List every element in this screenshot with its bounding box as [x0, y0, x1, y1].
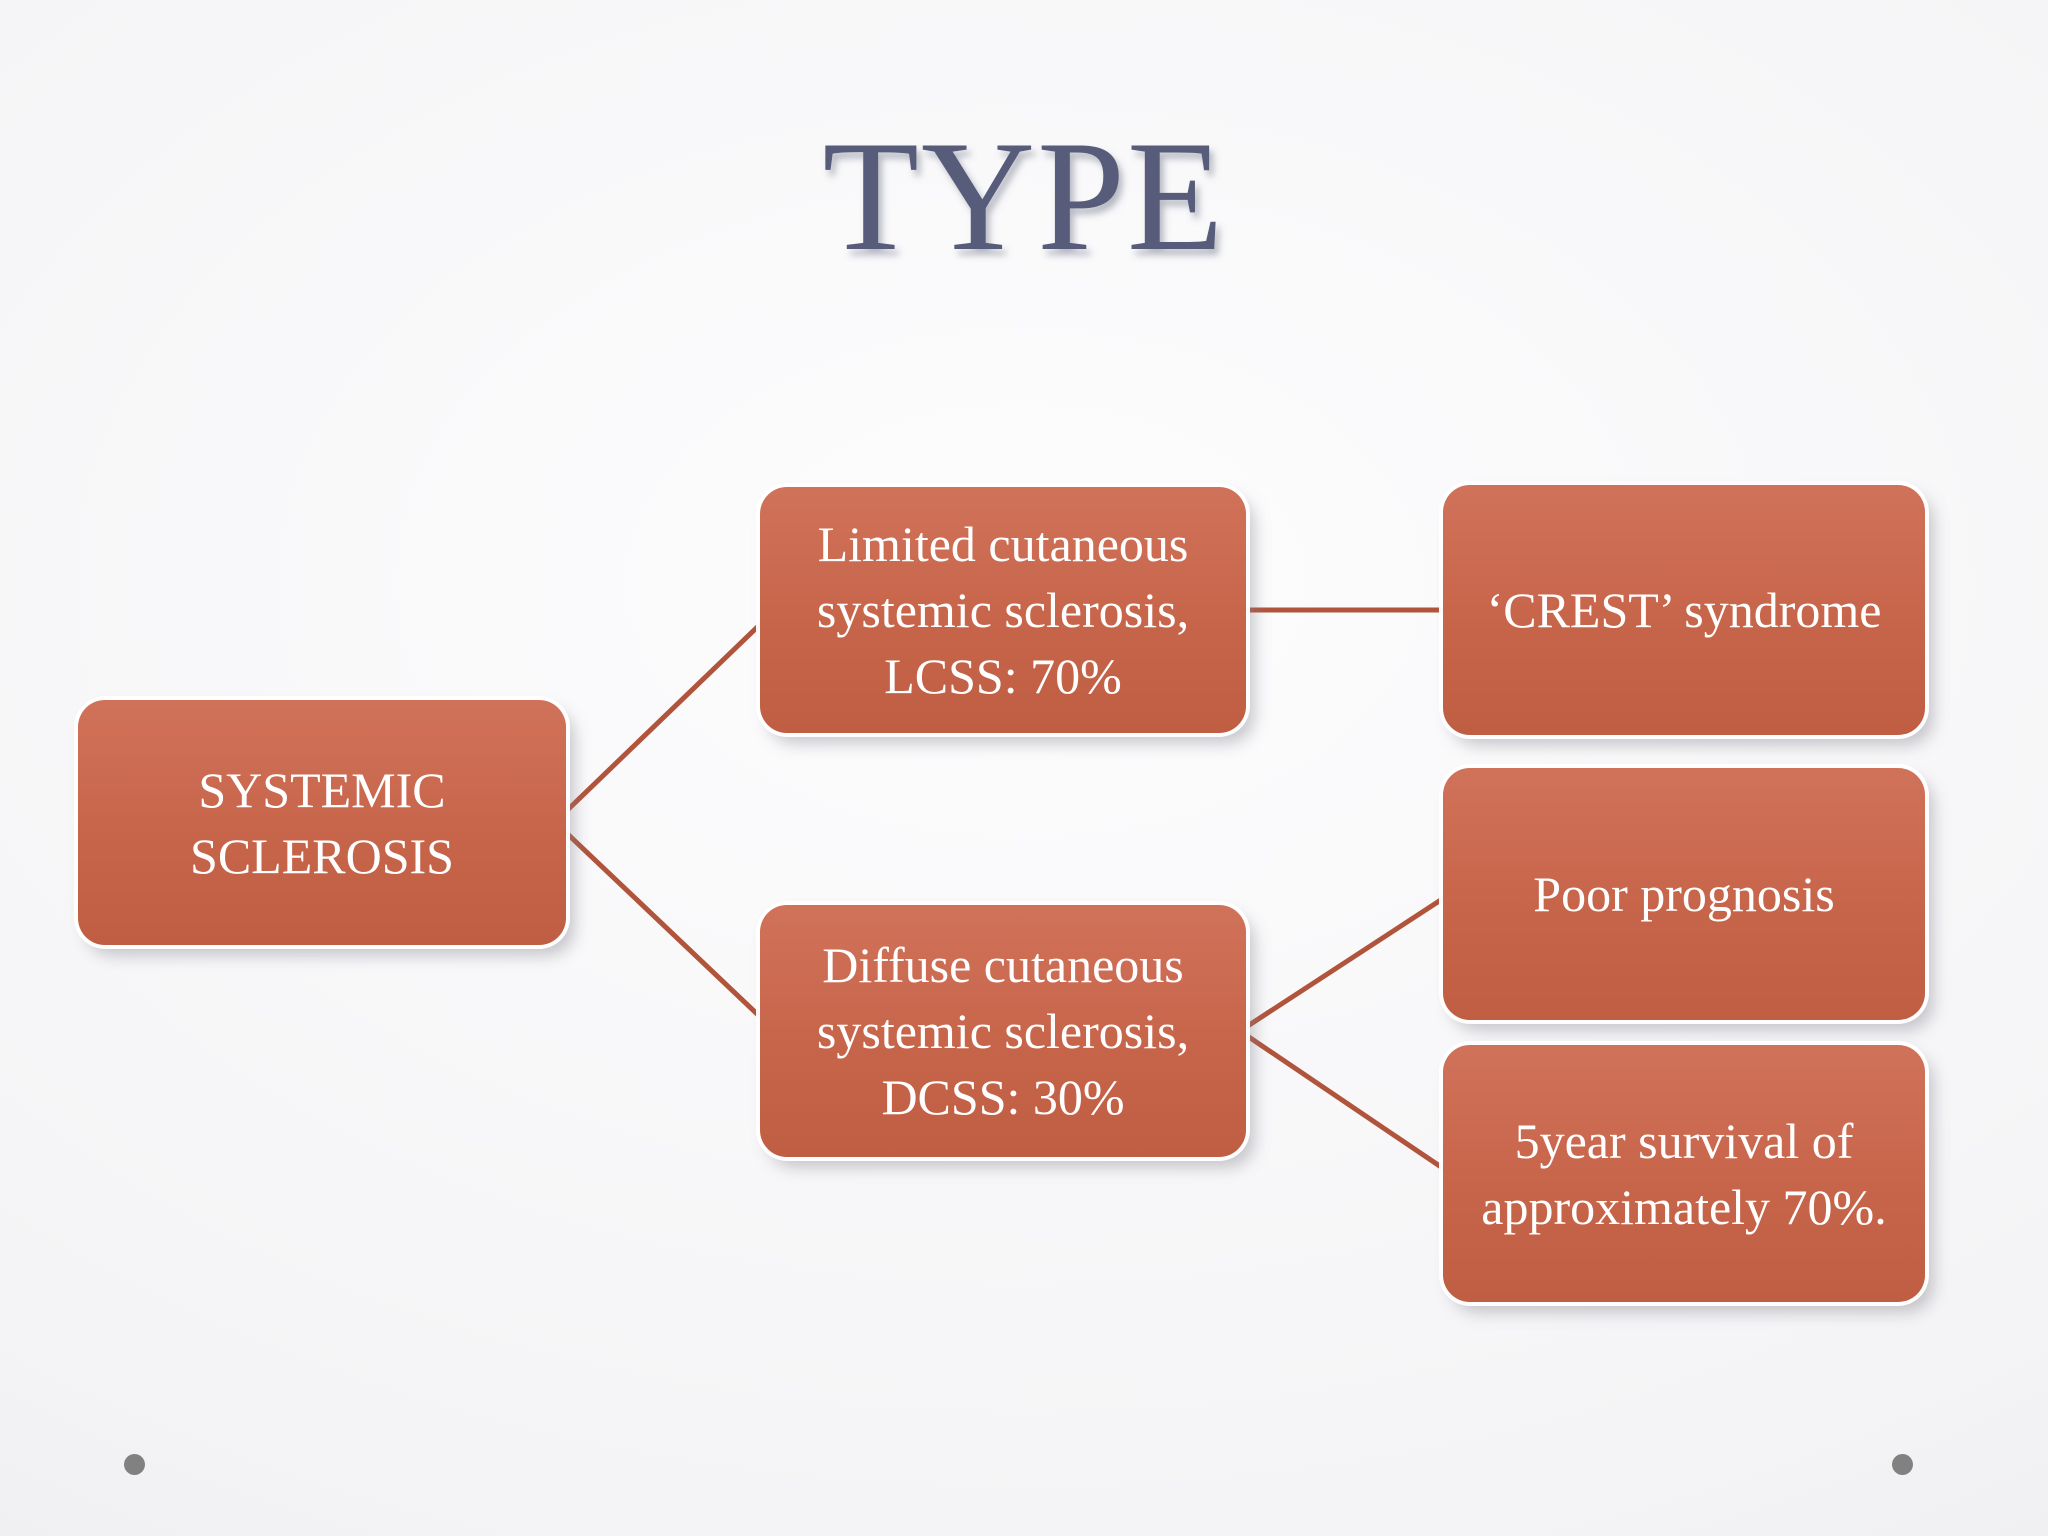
node-five-year-survival: 5year survival of approximately 70%. [1443, 1045, 1925, 1302]
node-five-year-survival-label: 5year survival of approximately 70%. [1481, 1112, 1887, 1235]
node-crest-syndrome: ‘CREST’ syndrome [1443, 485, 1925, 735]
slide-title: TYPE [822, 109, 1226, 284]
connector-root-limited [553, 608, 777, 824]
node-crest-syndrome-label: ‘CREST’ syndrome [1486, 582, 1882, 638]
connector-diffuse-poor [1238, 891, 1452, 1034]
node-systemic-sclerosis: SYSTEMIC SCLEROSIS [78, 700, 566, 945]
connector-root-diffuse [553, 820, 777, 1033]
node-limited-cutaneous-label: Limited cutaneous systemic sclerosis, LC… [816, 516, 1190, 704]
footer-dot-left [124, 1454, 145, 1475]
node-systemic-sclerosis-label: SYSTEMIC SCLEROSIS [190, 761, 454, 884]
node-poor-prognosis-label: Poor prognosis [1533, 866, 1835, 922]
node-diffuse-cutaneous-label: Diffuse cutaneous systemic sclerosis, DC… [816, 937, 1190, 1125]
node-diffuse-cutaneous: Diffuse cutaneous systemic sclerosis, DC… [760, 905, 1246, 1157]
connector-diffuse-survival [1238, 1028, 1452, 1176]
node-limited-cutaneous: Limited cutaneous systemic sclerosis, LC… [760, 487, 1246, 733]
node-poor-prognosis: Poor prognosis [1443, 768, 1925, 1020]
footer-dot-right [1892, 1454, 1913, 1475]
